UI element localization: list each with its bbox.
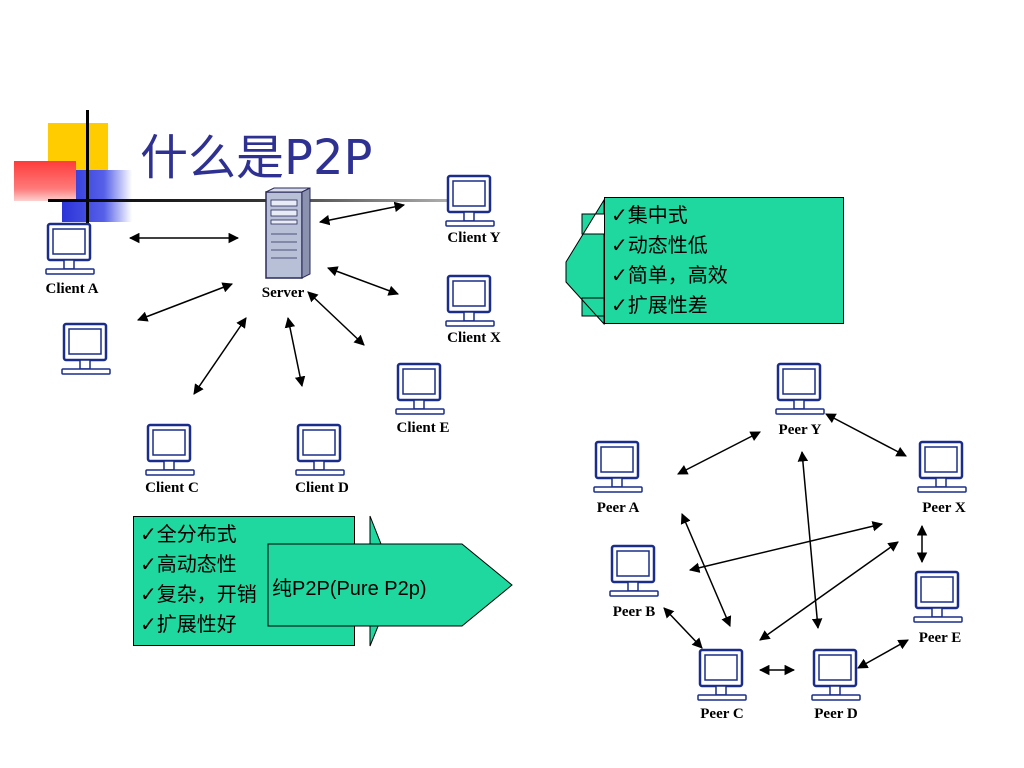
peer-label: Peer X [922, 500, 966, 516]
client-label: Client D [295, 480, 349, 496]
feature-item: ✓简单，高效 [611, 263, 728, 287]
monitor-icon-peer-a [592, 440, 644, 494]
client-label: Client A [45, 281, 99, 297]
monitor-icon-peer-x [916, 440, 968, 494]
deco-vertical-line [86, 110, 89, 226]
link-peery-peerx [825, 413, 907, 457]
deco-horizontal-line [48, 199, 468, 202]
monitor-icon-peer-b [608, 544, 660, 598]
feature-item: ✓扩展性好 [140, 612, 237, 636]
pure-p2p-label: 纯P2P(Pure P2p) [272, 578, 427, 600]
server-label: Server [261, 285, 305, 301]
link-peerc-peerx [759, 541, 899, 641]
page-title: 什么是P2P [140, 130, 373, 186]
pure-p2p-callout-arrow [267, 543, 513, 627]
link-peera-peery [677, 431, 761, 475]
link-server-cliente [307, 291, 365, 346]
feature-item: ✓集中式 [611, 203, 688, 227]
client-server-features-box: ✓集中式 ✓动态性低 ✓简单，高效 ✓扩展性差 [604, 197, 844, 324]
monitor-icon-client-x [444, 274, 496, 328]
link-peera-peerc [680, 513, 732, 627]
feature-item: ✓复杂，开销 [140, 582, 257, 606]
peer-label: Peer Y [778, 422, 822, 438]
link-server-clientd [284, 316, 306, 388]
link-server-clientx [327, 266, 399, 296]
peer-label: Peer A [596, 500, 640, 516]
peer-label: Peer D [814, 706, 858, 722]
client-label: Client C [145, 480, 199, 496]
monitor-icon-peer-e [912, 570, 964, 624]
link-peerb-peerx [688, 521, 884, 573]
server-icon [265, 187, 311, 279]
monitor-icon-client-unnamed [60, 322, 112, 376]
feature-item: ✓全分布式 [140, 522, 237, 546]
monitor-icon-client-c [144, 423, 196, 477]
monitor-icon-client-y [444, 174, 496, 228]
monitor-icon-client-d [294, 423, 346, 477]
peer-label: Peer C [700, 706, 744, 722]
client-label: Client X [447, 330, 501, 346]
link-peerb-peerc [663, 607, 703, 649]
link-server-clienty [318, 201, 406, 226]
link-server-client-unnamed [137, 282, 233, 322]
feature-item: ✓高动态性 [140, 552, 237, 576]
feature-item: ✓扩展性差 [611, 293, 708, 317]
deco-red-block [14, 161, 76, 201]
monitor-icon-client-a [44, 222, 96, 276]
monitor-icon-client-e [394, 362, 446, 416]
monitor-icon-peer-d [810, 648, 862, 702]
peer-label: Peer E [918, 630, 962, 646]
monitor-icon-peer-c [696, 648, 748, 702]
client-label: Client E [396, 420, 450, 436]
link-server-clientc [193, 317, 247, 395]
link-peerd-peere [857, 639, 909, 669]
peer-label: Peer B [612, 604, 656, 620]
client-label: Client Y [447, 230, 501, 246]
monitor-icon-peer-y [774, 362, 826, 416]
feature-item: ✓动态性低 [611, 233, 708, 257]
features-arrow-shape [565, 198, 605, 326]
